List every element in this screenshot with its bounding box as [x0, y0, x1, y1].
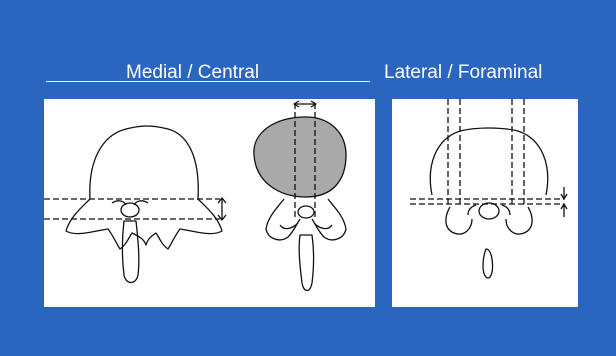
width-arrow: [294, 101, 316, 107]
heading-underline: [46, 81, 370, 82]
height-arrow: [218, 198, 226, 220]
vertebra-axial-icon: [66, 126, 222, 283]
vertebra-disc-icon: [254, 117, 346, 291]
foraminal-zone-lines: [410, 99, 564, 207]
foramen-height-arrow: [561, 187, 567, 217]
medial-central-panel: [44, 99, 375, 307]
lateral-foraminal-heading: Lateral / Foraminal: [384, 62, 542, 84]
horizontal-zone-lines: [44, 199, 220, 219]
medial-central-diagram: [44, 99, 375, 307]
lateral-foraminal-panel: [392, 99, 578, 307]
lateral-foraminal-diagram: [392, 99, 578, 307]
